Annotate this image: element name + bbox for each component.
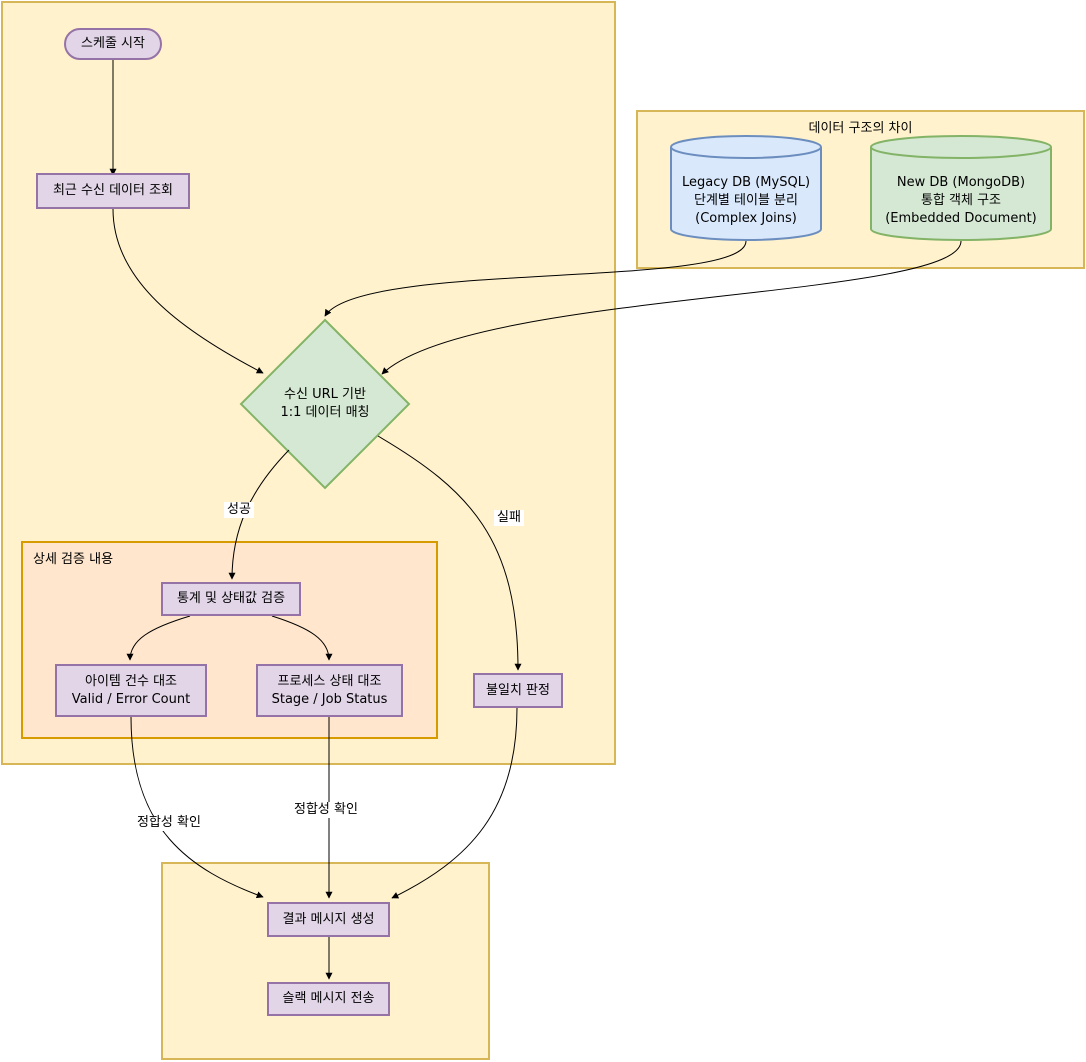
item-count-node[interactable]: 아이템 건수 대조 Valid / Error Count	[55, 664, 207, 717]
create-message-label: 결과 메시지 생성	[282, 911, 375, 927]
item-count-line-1: 아이템 건수 대조	[85, 673, 177, 689]
legacy-db-line-3: (Complex Joins)	[695, 211, 797, 226]
process-status-line-2: Stage / Job Status	[271, 691, 388, 707]
data-structure-group-title: 데이터 구조의 차이	[808, 121, 913, 136]
fetch-recent-data-node[interactable]: 최근 수신 데이터 조회	[36, 173, 190, 209]
new-db-line-1: New DB (MongoDB)	[896, 175, 1026, 190]
stats-validation-label: 통계 및 상태값 검증	[176, 591, 286, 606]
legacy-db-cylinder	[670, 135, 822, 241]
legacy-db-line-2: 단계별 테이블 분리	[694, 193, 798, 208]
edge-label-consistency-2: 정합성 확인	[291, 802, 361, 818]
edge-label-fail: 실패	[494, 510, 524, 526]
mismatch-node[interactable]: 불일치 판정	[473, 673, 563, 708]
fetch-recent-data-label: 최근 수신 데이터 조회	[52, 183, 174, 198]
new-db-cylinder	[870, 135, 1052, 241]
legacy-db-line-1: Legacy DB (MySQL)	[681, 175, 811, 190]
edge-new-to-match	[381, 240, 962, 375]
edge-match-to-mismatch	[377, 435, 522, 671]
mismatch-label: 불일치 판정	[486, 682, 550, 698]
item-count-line-2: Valid / Error Count	[71, 691, 191, 707]
process-status-node[interactable]: 프로세스 상태 대조 Stage / Job Status	[256, 664, 403, 717]
create-message-node[interactable]: 결과 메시지 생성	[267, 902, 390, 937]
match-line-2: 1:1 데이터 매칭	[280, 405, 370, 420]
new-db-line-3: (Embedded Document)	[885, 211, 1037, 226]
match-decision-label: 수신 URL 기반 1:1 데이터 매칭	[255, 386, 395, 422]
edge-itemcount-to-createmsg	[130, 716, 264, 899]
edge-legacy-to-match	[324, 240, 747, 317]
stats-validation-node[interactable]: 통계 및 상태값 검증	[161, 582, 301, 616]
process-status-line-1: 프로세스 상태 대조	[277, 673, 382, 689]
send-slack-node[interactable]: 슬랙 메시지 전송	[267, 982, 390, 1016]
match-decision-diamond	[239, 318, 411, 490]
schedule-start-node[interactable]: 스케줄 시작	[64, 28, 162, 60]
edge-label-consistency-1: 정합성 확인	[134, 815, 204, 831]
edge-label-success: 성공	[224, 502, 254, 518]
edges	[109, 60, 962, 980]
detail-group-title: 상세 검증 내용	[33, 552, 114, 567]
new-db-label: New DB (MongoDB) 통합 객체 구조 (Embedded Docu…	[871, 174, 1051, 228]
edge-stats-to-itemcount	[126, 615, 191, 661]
edge-stats-to-process	[271, 615, 333, 661]
schedule-start-label: 스케줄 시작	[81, 36, 145, 51]
new-db-line-2: 통합 객체 구조	[920, 193, 1002, 208]
edge-fetch-to-match	[112, 208, 264, 374]
match-line-1: 수신 URL 기반	[284, 387, 366, 402]
send-slack-label: 슬랙 메시지 전송	[282, 991, 375, 1006]
legacy-db-label: Legacy DB (MySQL) 단계별 테이블 분리 (Complex Jo…	[671, 174, 821, 228]
edge-mismatch-to-createmsg	[391, 707, 518, 899]
